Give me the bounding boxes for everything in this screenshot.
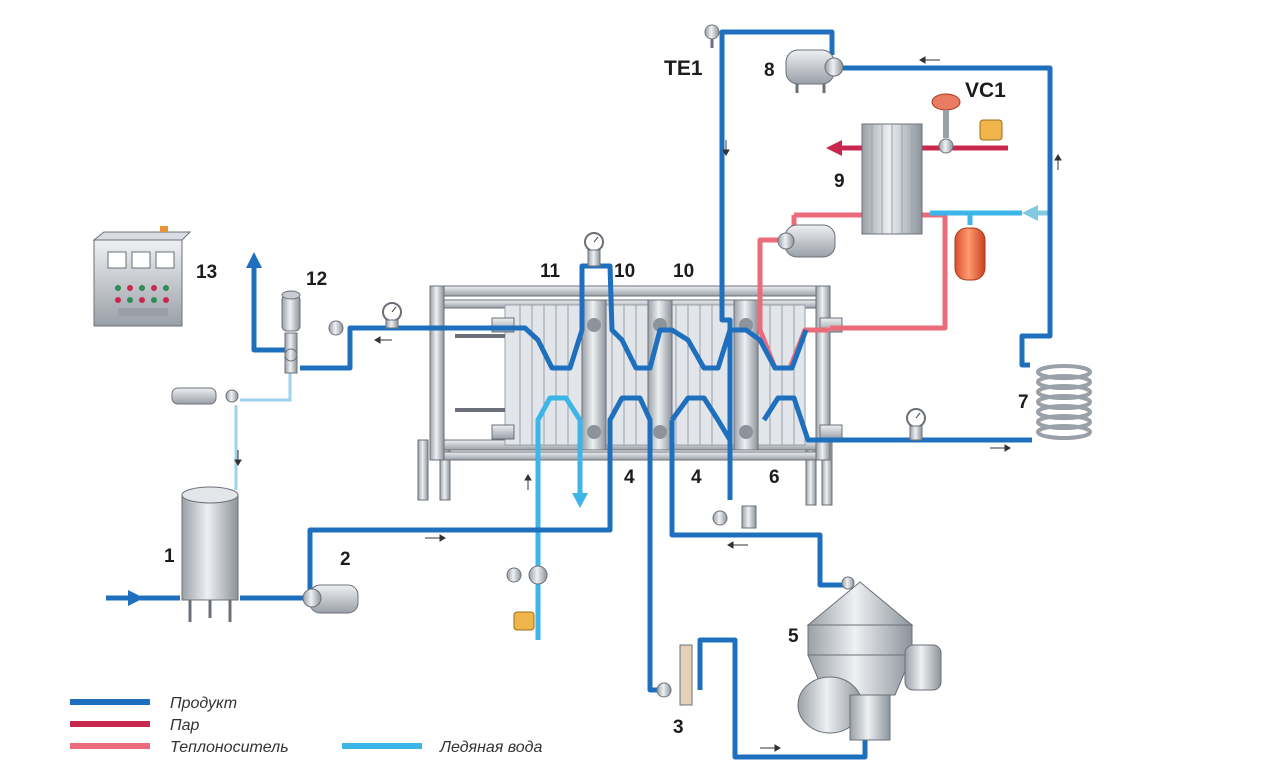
cip-valve [171, 387, 239, 405]
bottom-valve [712, 505, 757, 529]
label-regen-section-2: 4 [691, 467, 702, 488]
label-diversion-valve: 12 [306, 269, 327, 290]
flow-arrows [234, 56, 1062, 752]
pressure-gauge-1 [382, 302, 402, 329]
label-feed-pump: 2 [340, 549, 351, 570]
label-heating-section: 6 [769, 467, 780, 488]
label-booster-pump: 8 [764, 60, 775, 81]
steam-control-valve [931, 93, 1003, 154]
ice-water-inlet-arrow [1022, 205, 1038, 221]
flow-diversion-valve [281, 290, 301, 374]
product-inlet-arrow [128, 590, 144, 606]
product-pipes [140, 29, 1053, 760]
label-ice-water-section: 11 [540, 261, 561, 282]
product-outlet-arrow [246, 252, 262, 268]
legend-label-ice-water: Ледяная вода [439, 739, 543, 756]
label-cooling-section-2: 10 [673, 261, 694, 282]
outlet-temperature-sensor [328, 320, 344, 336]
label-cooling-section-1: 10 [614, 261, 635, 282]
control-panel [92, 226, 192, 327]
label-balance-tank: 1 [164, 546, 175, 567]
holding-tube [1036, 364, 1092, 440]
legend-label-steam: Пар [170, 717, 199, 734]
label-separator: 5 [788, 626, 799, 647]
legend-label-product: Продукт [170, 695, 237, 712]
label-vc1: VC1 [965, 79, 1006, 102]
pressure-gauge-2 [584, 232, 604, 267]
label-te1: TE1 [664, 57, 703, 80]
label-holding-tube: 7 [1018, 392, 1029, 413]
separator [797, 576, 942, 741]
legend: Продукт Пар Теплоноситель Ледяная вода [70, 695, 543, 756]
legend-label-heat-carrier: Теплоноситель [170, 739, 289, 756]
ice-water-valve [506, 565, 548, 631]
temperature-sensor-te1 [704, 24, 720, 48]
label-control-panel: 13 [196, 262, 217, 283]
ice-water-pipes [535, 210, 1022, 640]
label-hot-water-unit: 9 [834, 171, 845, 192]
pressure-gauge-3 [906, 408, 926, 441]
balance-tank [181, 486, 239, 622]
feed-pump [302, 584, 359, 614]
booster-pump [785, 49, 844, 93]
flow-meter [656, 644, 693, 706]
thin-line [234, 370, 292, 490]
hot-water-unit [777, 123, 986, 281]
label-regen-section-1: 4 [624, 467, 635, 488]
label-flow-meter: 3 [673, 717, 684, 738]
